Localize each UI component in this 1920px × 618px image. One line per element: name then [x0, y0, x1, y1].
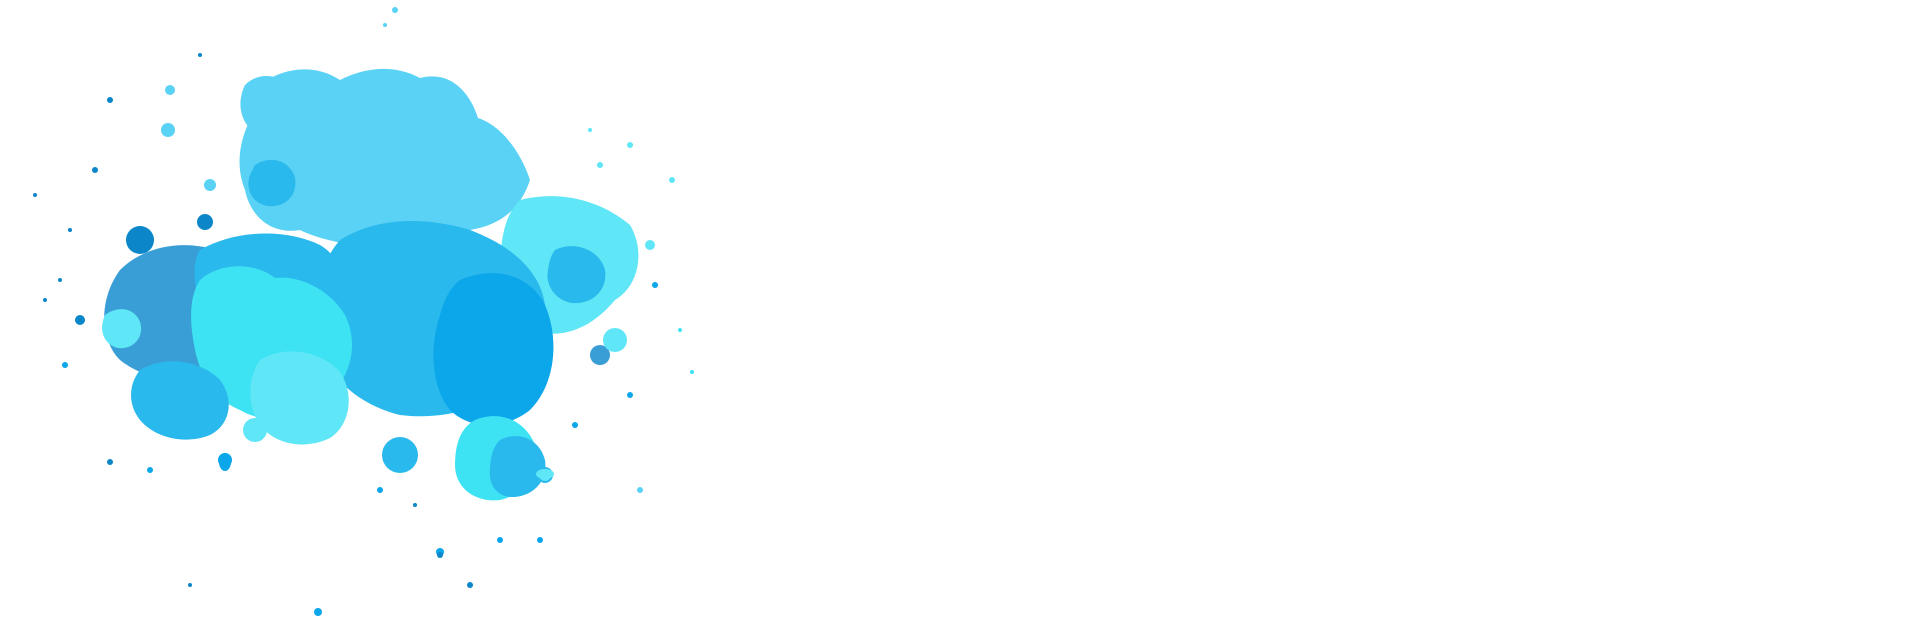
dot	[392, 7, 398, 13]
dot	[377, 487, 383, 493]
dot	[603, 328, 627, 352]
dot	[383, 23, 387, 27]
dot	[165, 85, 175, 95]
dot	[690, 370, 694, 374]
dot	[314, 608, 322, 616]
splash-main-blobs	[102, 68, 639, 501]
dot	[107, 97, 113, 103]
dot	[652, 282, 658, 288]
dot	[637, 487, 643, 493]
blob-left-cyan-edge	[102, 309, 142, 349]
dot	[68, 228, 72, 232]
dot	[597, 162, 603, 168]
blob-bottom-center	[250, 351, 349, 445]
dot	[536, 469, 554, 479]
dot	[413, 503, 417, 507]
dot	[588, 128, 592, 132]
dot	[126, 226, 154, 254]
dot	[467, 582, 473, 588]
dot	[590, 345, 610, 365]
dot	[219, 453, 231, 471]
dot	[243, 418, 267, 442]
dot	[197, 214, 213, 230]
dot	[33, 193, 37, 197]
dot	[382, 437, 418, 473]
dot	[107, 459, 113, 465]
blob-mid-blue-right	[547, 246, 606, 304]
blob-top-light	[239, 68, 531, 250]
dot	[678, 328, 682, 332]
dot	[147, 467, 153, 473]
dot	[497, 537, 503, 543]
dot	[198, 53, 202, 57]
dot	[627, 142, 633, 148]
dot	[75, 315, 85, 325]
blob-bottom-left	[131, 361, 229, 440]
splatter-dots	[33, 7, 694, 616]
paint-splash-graphic	[33, 7, 694, 616]
dot	[204, 179, 216, 191]
dot	[161, 123, 175, 137]
dot	[43, 298, 47, 302]
dot	[62, 362, 68, 368]
blob-top-left	[240, 75, 296, 136]
dot	[669, 177, 675, 183]
dot	[92, 167, 98, 173]
dot	[537, 537, 543, 543]
blob-right-deep	[433, 273, 554, 425]
dot	[572, 422, 578, 428]
dot	[188, 583, 192, 587]
dot	[645, 240, 655, 250]
dot	[58, 278, 62, 282]
blob-bottom-right-2	[489, 436, 546, 498]
dot	[437, 552, 443, 558]
dot	[627, 392, 633, 398]
blob-top-small-blue	[248, 159, 296, 207]
